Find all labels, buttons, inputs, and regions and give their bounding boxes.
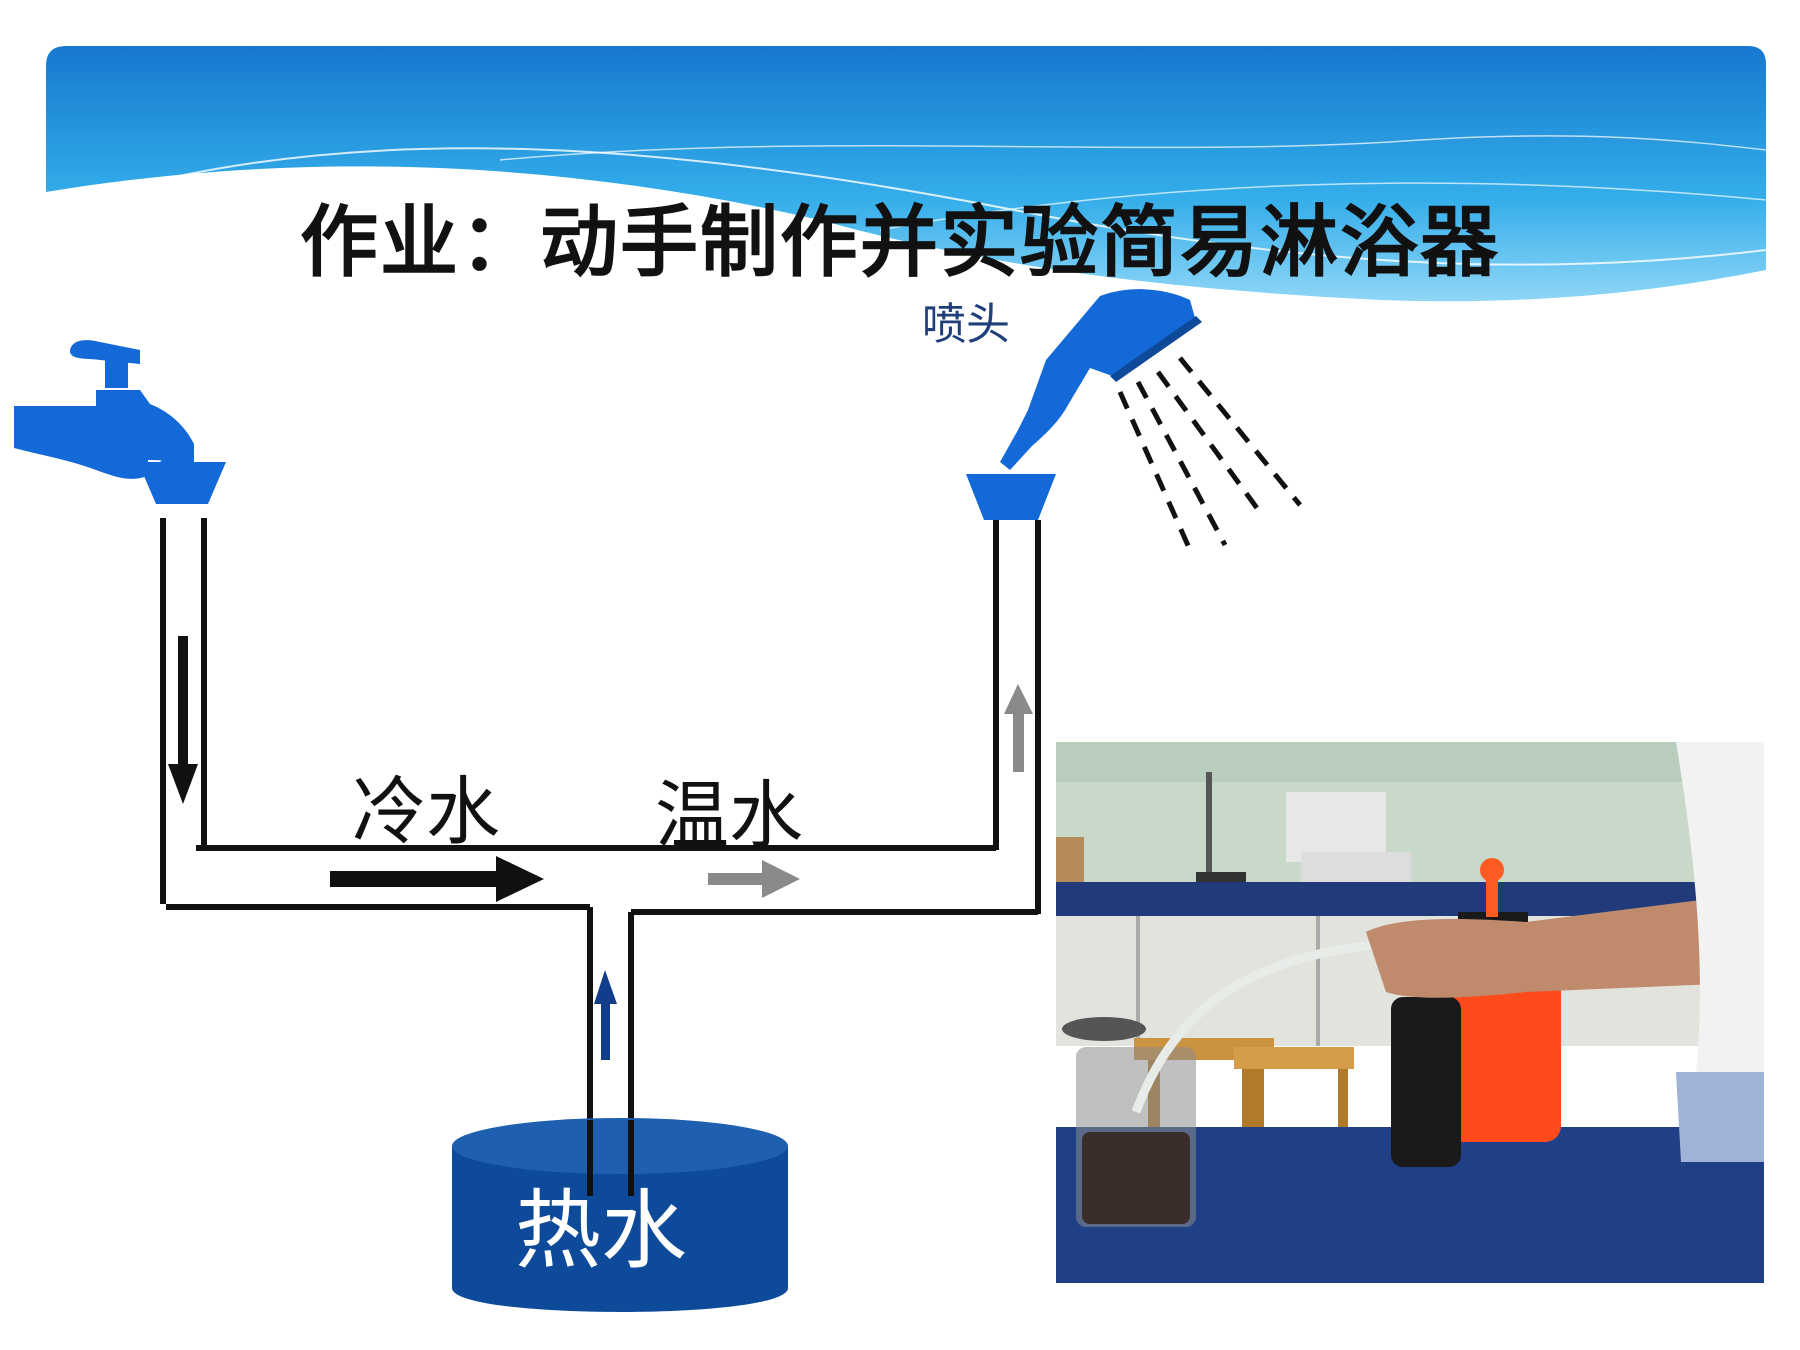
cold-flow-arrow (330, 856, 544, 902)
cold-water-label: 冷水 (352, 769, 500, 855)
header-wave-banner (46, 46, 1767, 302)
cold-down-arrow (168, 636, 198, 804)
outlet-funnel (966, 474, 1056, 520)
hot-water-tank (452, 1118, 788, 1312)
warm-up-arrow (1004, 684, 1033, 772)
experiment-photo (1056, 742, 1764, 1283)
inlet-funnel (138, 462, 226, 504)
warm-flow-arrow (708, 860, 800, 898)
pipe-system (160, 518, 1041, 1190)
shower-spray (1117, 356, 1302, 552)
hot-water-label: 热水 (515, 1181, 687, 1281)
shower-head-icon (1000, 289, 1202, 470)
slide-title: 作业：动手制作并实验简易淋浴器 (299, 198, 1500, 288)
faucet-icon (14, 340, 198, 479)
shower-head-label: 喷头 (922, 299, 1010, 350)
warm-water-label: 温水 (655, 773, 803, 859)
hot-up-arrow (594, 970, 617, 1060)
